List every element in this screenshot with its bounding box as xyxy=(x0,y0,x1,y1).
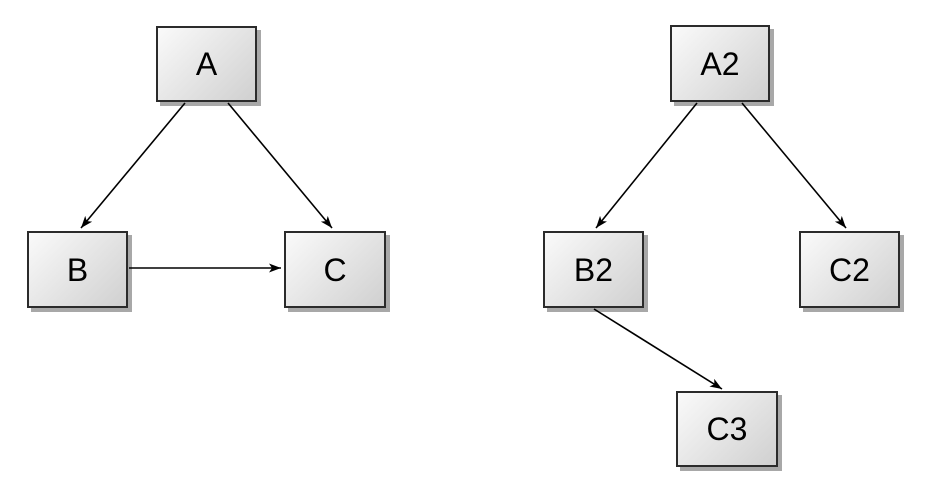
node-label: C2 xyxy=(829,251,870,288)
edges-group xyxy=(80,102,847,390)
node-B: B xyxy=(27,231,128,308)
edge-A-B xyxy=(80,102,186,229)
node-label: B2 xyxy=(573,251,614,288)
edge-B2-C3 xyxy=(593,308,723,390)
edge-A2-C2 xyxy=(741,102,847,229)
node-A2: A2 xyxy=(670,25,770,102)
node-label: C3 xyxy=(706,411,748,447)
node-C: C xyxy=(284,231,386,308)
node-label: B xyxy=(66,251,89,288)
node-C2: C2 xyxy=(799,231,900,308)
node-A: A xyxy=(156,26,257,102)
node-label: A2 xyxy=(700,45,740,82)
node-label: A xyxy=(195,46,218,82)
node-C3: C3 xyxy=(676,391,778,467)
edge-A-C xyxy=(227,102,333,229)
node-label: C xyxy=(323,251,347,288)
node-B2: B2 xyxy=(543,231,644,308)
edge-A2-B2 xyxy=(595,102,698,229)
